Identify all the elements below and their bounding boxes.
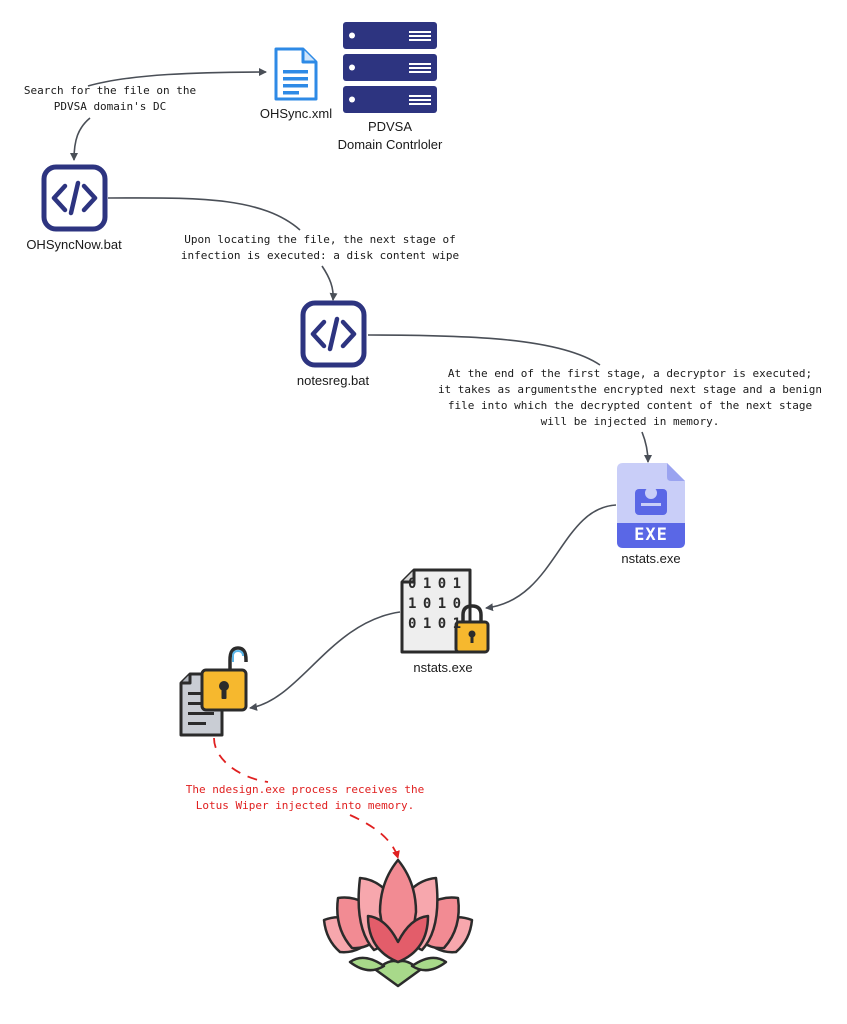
arrow-ndesign-to-inject: [213, 737, 269, 783]
domain-controller-label-line2: Domain Contrloler: [337, 137, 443, 152]
notesreg-label: notesreg.bat: [296, 373, 370, 388]
arrow-notesreg-to-decryptor: [367, 334, 601, 366]
arrow-search-to-xml: [87, 68, 267, 87]
binary-row-1: 0 1 0 1: [408, 576, 461, 592]
ohsyncnow-label: OHSyncNow.bat: [26, 237, 122, 252]
nstats-encrypted-label: nstats.exe: [413, 660, 473, 675]
exe-badge: EXE: [634, 525, 668, 545]
unlocked-document-icon: [179, 646, 248, 737]
server-icon: [343, 22, 437, 113]
note-locate: Upon locating the file, the next stage o…: [180, 233, 460, 262]
xml-file-label: OHSync.xml: [259, 106, 333, 121]
code-file-icon: [300, 300, 367, 368]
domain-controller-label-line1: PDVSA: [367, 119, 413, 134]
note-search: Search for the file on the PDVSA domain'…: [23, 84, 197, 113]
code-file-icon: [41, 164, 108, 232]
binary-row-2: 1 0 1 0: [408, 596, 461, 612]
binary-row-3: 0 1 0 1: [408, 616, 461, 632]
arrow-search-to-ohsyncnow: [70, 117, 91, 161]
encrypted-binary-file-icon: 0 1 0 1 1 0 1 0 0 1 0 1: [400, 568, 490, 656]
arrow-decryptor-to-nstats: [641, 431, 652, 463]
exe-file-shape: [617, 463, 685, 548]
note-inject: The ndesign.exe process receives the Lot…: [185, 783, 425, 812]
exe-file-icon: EXE: [617, 463, 685, 548]
nstats-exe-label: nstats.exe: [621, 551, 681, 566]
domain-controller-label: PDVSA Domain Contrloler: [320, 118, 460, 154]
arrow-nstats-to-encrypted: [485, 504, 617, 612]
arrow-encrypted-to-ndesign: [249, 611, 401, 711]
note-decryptor: At the end of the first stage, a decrypt…: [437, 367, 823, 428]
binary-file-shape: [400, 568, 490, 654]
arrow-inject-to-lotus: [349, 814, 400, 859]
lotus-flower-icon: [322, 858, 474, 988]
arrow-ohsyncnow-to-locate: [107, 197, 301, 231]
arrow-locate-to-notesreg: [321, 265, 338, 301]
xml-document-icon: [274, 47, 318, 101]
